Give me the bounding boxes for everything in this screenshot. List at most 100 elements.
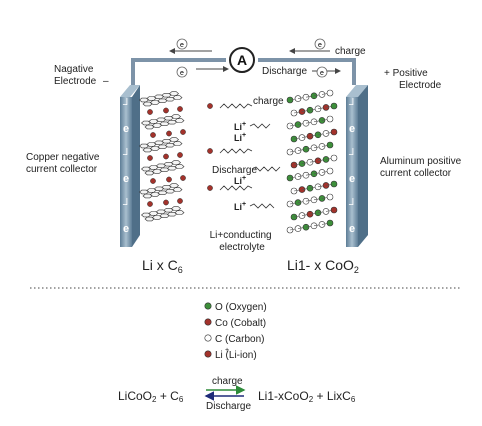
lithium-ion [147, 201, 153, 207]
electrolyte-label: Li+conducting electrolyte [210, 230, 275, 253]
copper-current-collector [120, 85, 140, 247]
carbon-atom [326, 115, 334, 123]
carbon-hexagon [159, 167, 170, 172]
ammeter-icon: A [229, 47, 255, 73]
ion-path [249, 203, 275, 209]
ammeter-label: A [237, 52, 247, 68]
electrolyte-charge-label: charge [253, 96, 284, 107]
oxygen-atom [326, 219, 334, 227]
wire-electron-top-left: e [176, 38, 188, 50]
carbon-hexagon [142, 147, 153, 153]
electrolyte-ion-flow: Li+Li+Li+Li+ [207, 103, 281, 212]
lithium-ion [166, 176, 172, 183]
ion-path [249, 123, 271, 129]
li-ion-label: Li+ [234, 121, 246, 132]
carbon-hexagon [152, 215, 162, 220]
equation-discharge-label: Discharge [206, 401, 251, 412]
lithium-ion [163, 199, 169, 206]
carbon-hexagon [152, 123, 162, 128]
carbon-hexagon [157, 98, 168, 103]
negative-formula: Li x C6 [142, 257, 183, 275]
lithium-ion [150, 178, 156, 184]
carbon-hexagon [150, 192, 160, 197]
svg-text:e: e [318, 42, 322, 49]
collector-electron: e [349, 123, 355, 135]
carbon-hexagon [172, 187, 183, 192]
collector-electron: ┘ [122, 147, 131, 161]
aluminum-collector-electrons: ┘ e ┘ e ┘ e [348, 97, 357, 235]
ion-path [219, 185, 253, 191]
carbon-hexagon [167, 212, 177, 217]
wire-charge-label: charge [335, 46, 366, 57]
positive-formula: Li1- x CoO2 [287, 257, 359, 275]
lithium-ion [147, 109, 153, 115]
electrolyte-discharge-label: Discharge [212, 165, 257, 176]
carbon-atom [326, 89, 334, 97]
copper-collector-label: Copper negative current collector [26, 152, 102, 175]
legend-item-li-ion: Li (Li-ion) + [204, 347, 257, 361]
carbon-hexagon [144, 124, 155, 130]
carbon-hexagon [142, 193, 153, 199]
lithium-ion [177, 106, 183, 112]
graphite-anode-lattice [139, 91, 186, 222]
svg-text:O (Oxygen): O (Oxygen) [215, 302, 267, 313]
svg-text:Co (Cobalt): Co (Cobalt) [215, 318, 266, 329]
carbon-hexagon [174, 210, 185, 215]
cobalt-oxide-cathode-lattice [286, 89, 338, 234]
carbon-hexagon [152, 169, 162, 174]
carbon-hexagon [174, 118, 185, 123]
carbon-hexagon [171, 160, 181, 165]
positive-electrode-label: + Positive Electrode [384, 68, 442, 91]
svg-text:+: + [225, 347, 229, 354]
lithium-ion [177, 152, 183, 158]
carbon-hexagon [157, 144, 168, 149]
collector-electron: ┘ [122, 197, 131, 211]
collector-electron: ┘ [348, 147, 357, 161]
lithium-ion [163, 153, 169, 160]
legend-item-cobalt: Co (Cobalt) [204, 318, 266, 329]
negative-electrode-label: Nagative Electrode – [54, 64, 109, 87]
li-ion-label: Li+ [234, 132, 246, 143]
carbon-hexagon [165, 189, 175, 194]
svg-text:C (Carbon): C (Carbon) [215, 334, 264, 345]
carbon-hexagon [167, 120, 177, 125]
carbon-atom [326, 167, 334, 175]
svg-text:Li1-xCoO2 + LixC6: Li1-xCoO2 + LixC6 [258, 389, 356, 404]
collector-electron: e [349, 223, 355, 235]
lithium-ion [147, 155, 153, 161]
carbon-hexagon [142, 101, 153, 107]
svg-text:Li (Li-ion): Li (Li-ion) [215, 350, 257, 361]
collector-electron: ┘ [348, 197, 357, 211]
li-ion-label: Li+ [234, 175, 246, 186]
carbon-hexagon [171, 114, 181, 119]
carbon-atom [330, 154, 338, 162]
lithium-ion [207, 148, 213, 154]
collector-electron: e [349, 173, 355, 185]
collector-electron: ┘ [348, 97, 357, 111]
ion-path [251, 166, 281, 172]
carbon-hexagon [150, 146, 160, 151]
carbon-hexagon [159, 121, 170, 126]
carbon-hexagon [172, 141, 183, 146]
carbon-hexagon [159, 213, 170, 218]
wire-electron-bottom-left: e [176, 66, 188, 78]
carbon-hexagon [165, 143, 175, 148]
carbon-hexagon [169, 91, 179, 96]
legend-item-oxygen: O (Oxygen) [204, 302, 267, 313]
cobalt-atom [330, 128, 338, 136]
svg-text:LiCoO2 + C6: LiCoO2 + C6 [118, 389, 184, 404]
carbon-atom [326, 193, 334, 201]
li-ion-label: Li+ [234, 201, 246, 212]
reaction-equation: LiCoO2 + C6 charge Discharge Li1-xCoO2 +… [118, 376, 356, 412]
oxygen-atom [326, 141, 334, 149]
carbon-hexagon [167, 166, 177, 171]
wire-electron-top-right: e [314, 38, 326, 50]
cobalt-atom [330, 206, 338, 214]
svg-text:e: e [180, 42, 184, 49]
external-circuit-wire [131, 58, 356, 85]
lithium-ion [207, 103, 213, 109]
legend-item-carbon: C (Carbon) [204, 334, 264, 345]
collector-electron: e [123, 123, 129, 135]
aluminum-collector-label: Aluminum positive current collector [380, 156, 464, 179]
